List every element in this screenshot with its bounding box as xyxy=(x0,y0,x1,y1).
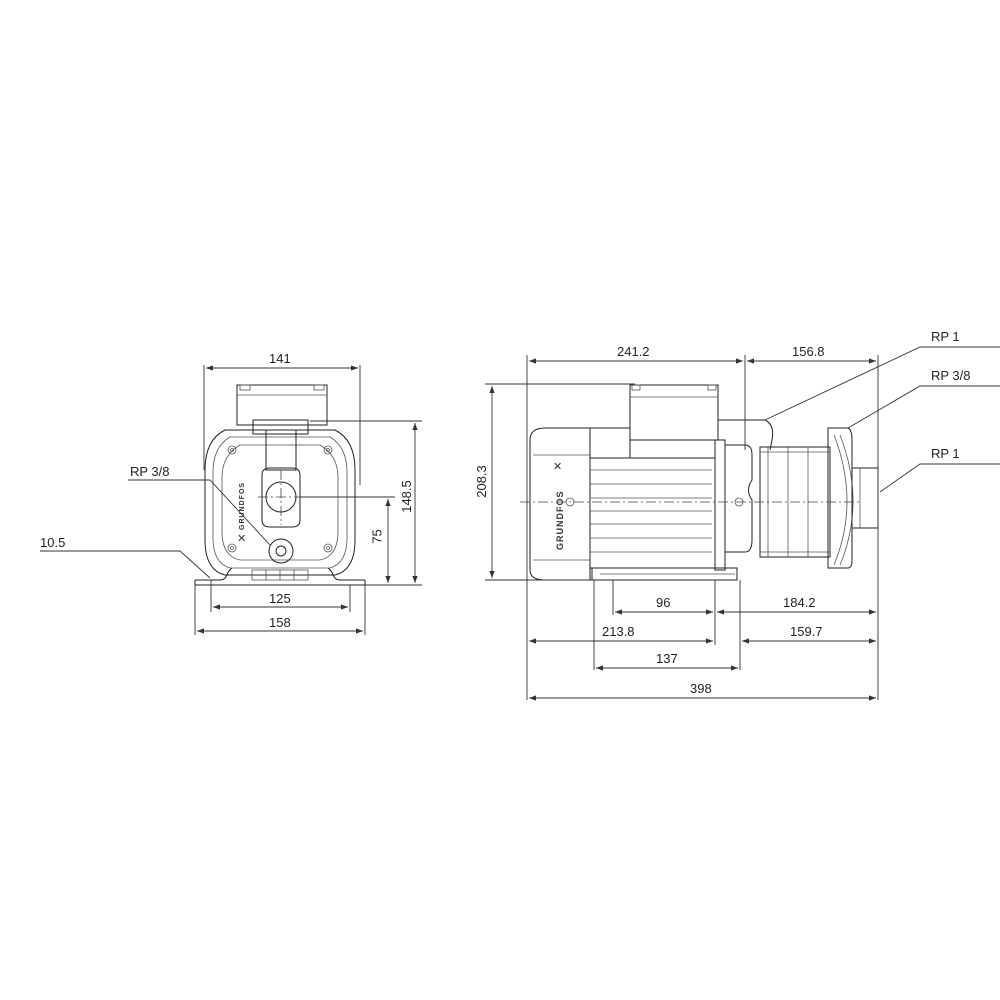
dim-side-base-to-foot: 213.8 xyxy=(602,624,635,639)
dim-front-hole-dia: 10.5 xyxy=(40,535,66,550)
dim-side-foot-length: 137 xyxy=(656,651,678,666)
dim-side-foot-end-to-end: 159.7 xyxy=(790,624,823,639)
dim-front-top-width: 141 xyxy=(269,351,291,366)
callout-front-drain-port: RP 3/8 xyxy=(130,464,170,479)
dim-side-motor-length: 241.2 xyxy=(617,344,650,359)
dim-front-height-total: 148.5 xyxy=(398,480,414,513)
dim-side-foot-hole-span: 96 xyxy=(656,595,671,610)
dim-front-foot-width: 158 xyxy=(269,615,291,630)
dim-side-overall-length: 398 xyxy=(690,681,712,696)
dim-side-pump-length: 156.8 xyxy=(792,344,825,359)
dim-front-hole-spacing: 125 xyxy=(269,591,291,606)
side-view: GRUNDFOS ✕ xyxy=(485,346,1000,701)
dim-side-foot-to-end: 184.2 xyxy=(783,595,816,610)
brand-logo-front: GRUNDFOS xyxy=(239,482,246,530)
callout-side-outlet-port: RP 1 xyxy=(931,329,960,344)
svg-text:✕: ✕ xyxy=(553,461,562,473)
dim-front-height-axis: 75 xyxy=(369,529,385,544)
front-view: GRUNDFOS ✕ xyxy=(40,365,422,635)
svg-text:✕: ✕ xyxy=(237,533,246,545)
brand-logo-side: GRUNDFOS xyxy=(555,491,565,551)
dim-side-height-total: 208.3 xyxy=(473,465,489,498)
callout-side-inlet-port: RP 1 xyxy=(931,446,960,461)
callout-side-priming-port: RP 3/8 xyxy=(931,368,971,383)
